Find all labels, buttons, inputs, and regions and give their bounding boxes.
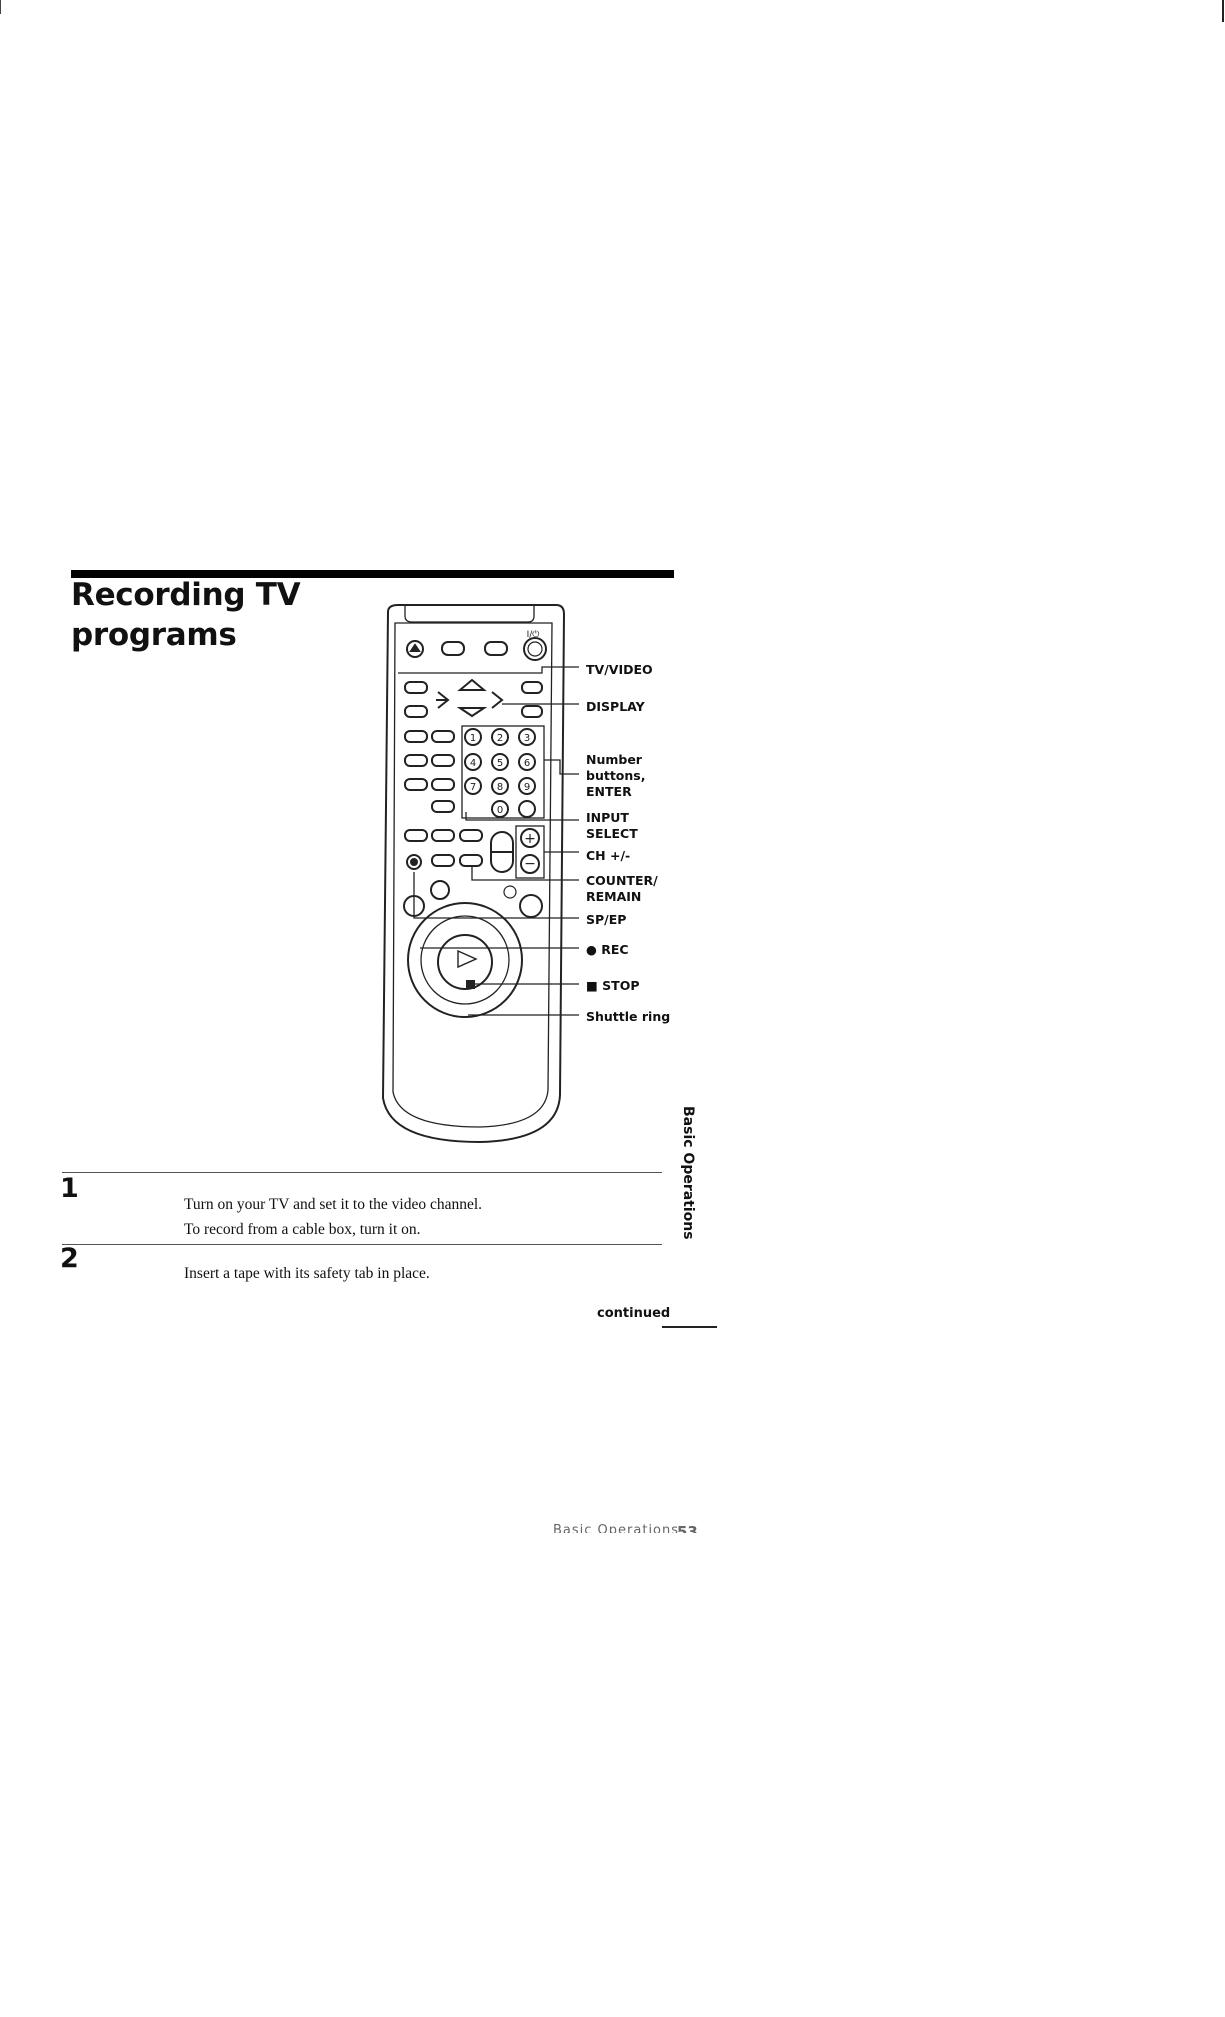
number-key-label: 2 xyxy=(497,733,503,744)
callout-display: DISPLAY xyxy=(586,699,645,714)
section-rule xyxy=(71,570,674,578)
number-key-label: 7 xyxy=(470,782,476,793)
eject-icon xyxy=(409,643,421,652)
left-button xyxy=(404,681,428,694)
page-title-line: programs xyxy=(71,617,237,653)
display-button xyxy=(521,705,543,718)
section-side-label: Basic Operations xyxy=(680,1106,696,1240)
page-title: Recording TV programs xyxy=(71,575,301,655)
number-key xyxy=(518,728,536,746)
dpad-right xyxy=(491,691,504,709)
left-button xyxy=(431,800,455,813)
remote-body xyxy=(381,604,566,1144)
remote-power-label: I/⏻ xyxy=(527,629,540,640)
dpad-left xyxy=(436,691,450,709)
scan-edge-mark xyxy=(1222,0,1224,22)
left-button xyxy=(404,754,428,767)
callout-ch: CH +/- xyxy=(586,848,631,863)
tv-button xyxy=(441,641,465,656)
number-key-label: 3 xyxy=(524,733,530,744)
number-key-label: 8 xyxy=(497,782,503,793)
play-icon xyxy=(457,949,478,969)
leader-line xyxy=(471,866,579,881)
number-key xyxy=(464,753,482,771)
leader-line xyxy=(398,666,579,674)
small-button xyxy=(503,885,517,899)
callout-shuttle-ring: Shuttle ring xyxy=(586,1009,671,1024)
left-button xyxy=(431,730,455,743)
left-button xyxy=(431,754,455,767)
number-key-label: 6 xyxy=(524,758,530,769)
left-button xyxy=(431,778,455,791)
remote-inner-outline xyxy=(392,622,553,1128)
eject-button xyxy=(406,640,424,658)
power-button-inner xyxy=(527,641,543,657)
scan-edge-mark xyxy=(0,0,1,14)
pause-button xyxy=(519,894,543,918)
step-number: 1 xyxy=(60,1173,79,1204)
page-title-line: Recording TV xyxy=(71,577,301,613)
right-top-button xyxy=(521,681,543,694)
step-divider xyxy=(62,1172,662,1173)
page-footer: Basic Operations 53 xyxy=(553,1519,703,1533)
callout-counter-remain: COUNTER/ REMAIN xyxy=(586,873,658,904)
mid-button xyxy=(431,854,455,867)
forward-button xyxy=(430,880,450,900)
power-button xyxy=(523,637,547,661)
callout-number-buttons: Number buttons, ENTER xyxy=(586,752,646,799)
remote-control-illustration: I/⏻ 1 2 3 4 5 6 7 8 9 0 + − xyxy=(381,604,579,1144)
left-button xyxy=(404,705,428,718)
number-key xyxy=(491,777,509,795)
mid-button xyxy=(431,829,455,842)
leader-line xyxy=(465,812,579,821)
number-key xyxy=(491,753,509,771)
callout-stop: ■ STOP xyxy=(586,978,640,993)
mid-button xyxy=(404,829,428,842)
continued-rule xyxy=(662,1326,717,1328)
ch-minus-label: − xyxy=(524,856,536,872)
rec-indicator xyxy=(406,854,422,870)
number-key xyxy=(518,753,536,771)
remote-top-slot xyxy=(404,606,535,623)
stop-icon xyxy=(466,980,475,989)
callout-sp-ep: SP/EP xyxy=(586,912,627,927)
leader-line xyxy=(544,759,579,775)
number-key xyxy=(518,777,536,795)
leader-line xyxy=(413,872,579,919)
input-select-button xyxy=(459,829,483,842)
footer-page-number: 53 xyxy=(677,1523,698,1533)
ch-plus-button xyxy=(520,828,540,848)
number-key-label: 4 xyxy=(470,758,476,769)
left-button xyxy=(404,778,428,791)
step-text: Turn on your TV and set it to the video … xyxy=(184,1196,483,1238)
callout-rec: ● REC xyxy=(586,942,629,957)
left-button xyxy=(404,730,428,743)
step-divider xyxy=(62,1244,662,1245)
vtr-button xyxy=(484,641,508,656)
ch-minus-button xyxy=(520,854,540,874)
footer-section: Basic Operations xyxy=(553,1523,680,1533)
number-key-label: 0 xyxy=(497,805,503,816)
enter-key xyxy=(518,800,536,818)
continued-label: continued xyxy=(597,1306,671,1321)
number-key xyxy=(491,800,509,818)
number-key xyxy=(464,728,482,746)
shuttle-ring xyxy=(407,902,523,1018)
jog-dial xyxy=(437,934,493,990)
dpad-down xyxy=(456,707,488,718)
number-key xyxy=(464,777,482,795)
step-number: 2 xyxy=(60,1243,79,1274)
number-key xyxy=(491,728,509,746)
step-text: Insert a tape with its safety tab in pla… xyxy=(184,1265,430,1282)
number-key-label: 5 xyxy=(497,758,503,769)
shuttle-ring-inner xyxy=(420,915,510,1005)
counter-remain-button xyxy=(459,854,483,867)
ch-plus-label: + xyxy=(524,831,536,847)
callout-input-select: INPUT SELECT xyxy=(586,810,638,841)
number-key-label: 1 xyxy=(470,733,476,744)
dpad-up xyxy=(457,678,487,691)
number-key-label: 9 xyxy=(524,782,530,793)
number-pad-frame xyxy=(461,725,545,819)
callout-tv-video: TV/VIDEO xyxy=(586,662,653,677)
